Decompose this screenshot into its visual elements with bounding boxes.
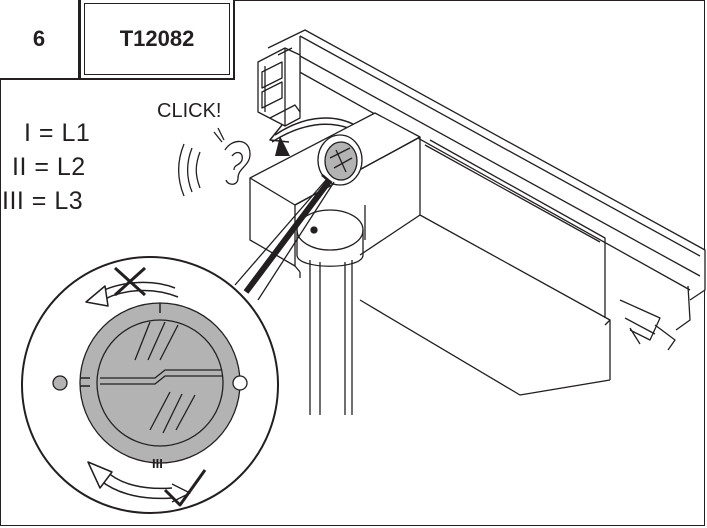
legend-row-l1: I = L1	[24, 119, 91, 147]
pendant-tube	[296, 209, 364, 415]
zoom-leader-line-a	[234, 179, 327, 286]
product-code-inner-border	[84, 3, 230, 75]
adapter-dial-small	[317, 134, 363, 186]
magnified-dial	[21, 256, 279, 514]
legend-marker: II	[12, 153, 27, 181]
cross-mark-icon	[113, 266, 147, 297]
product-code: T12082	[119, 26, 195, 51]
check-mark-icon	[163, 469, 207, 507]
legend-row-l2: II = L2	[12, 153, 86, 181]
step-number-cell: 6	[0, 0, 80, 80]
product-code-cell: T12082	[80, 0, 235, 80]
ear-icon	[213, 127, 251, 185]
zoom-leader-wedge	[243, 178, 333, 294]
adapter-housing	[249, 112, 611, 396]
track-end-clip	[257, 47, 301, 127]
zoom-leader-line-b	[257, 181, 335, 301]
legend-marker: III	[2, 187, 25, 215]
step-number: 6	[32, 26, 46, 51]
dial-mark-bottom: III	[152, 456, 163, 471]
legend-phase: L1	[61, 119, 91, 147]
legend-phase: L2	[56, 153, 86, 181]
sound-waves-icon	[178, 143, 201, 197]
legend-marker: I	[24, 119, 32, 147]
track-rail	[267, 29, 706, 351]
legend-phase: L3	[54, 187, 84, 215]
legend-row-l3: III = L3	[2, 187, 84, 215]
click-annotation: CLICK!	[157, 100, 222, 122]
